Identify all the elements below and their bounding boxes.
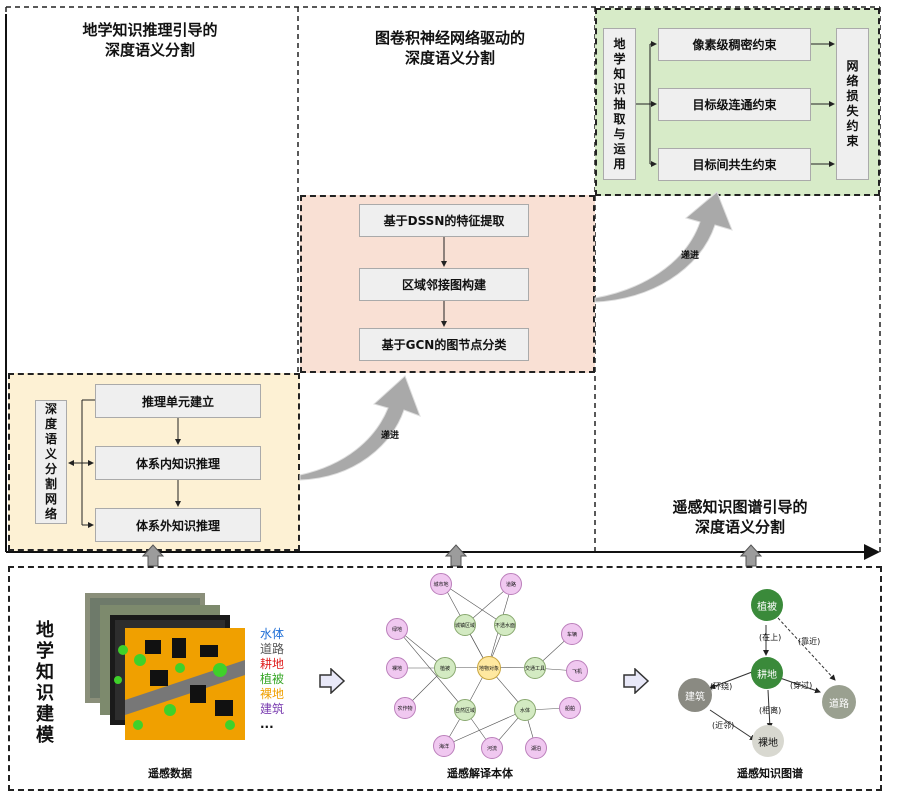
- kg-rel-surround: (环绕): [710, 682, 733, 691]
- onto-node-impervious: 不透水面: [494, 614, 516, 636]
- kg-rel-near-text: 靠近: [801, 637, 818, 646]
- onto-node-transport: 交通工具: [524, 657, 546, 679]
- onto-node-vegetation: 植被: [434, 657, 456, 679]
- kg-rel-surround-text: 环绕: [713, 682, 730, 691]
- panel3-title-line1: 遥感知识图谱引导的: [672, 498, 808, 516]
- onto-node-vehicle: 车辆: [561, 623, 583, 645]
- progress-arrows: [299, 191, 733, 481]
- progress-label-2: 递进: [680, 251, 699, 261]
- kg-node-road: 道路: [822, 685, 856, 719]
- network-label: 深度语义分割网络: [35, 400, 67, 524]
- onto-node-road: 道路: [500, 573, 522, 595]
- onto-node-town: 城镇区域: [454, 614, 476, 636]
- kg-rel-on-text: 在上: [762, 633, 779, 642]
- onto-node-greenland: 绿地: [386, 618, 408, 640]
- onto-node-plane: 飞机: [566, 660, 588, 682]
- kg-caption: 遥感知识图谱: [737, 767, 803, 780]
- class-legend: 水体 道路 耕地 植被 裸地 建筑 ...: [260, 627, 300, 732]
- kg-node-vegetation: 植被: [751, 589, 783, 621]
- onto-node-ocean: 海洋: [433, 735, 455, 757]
- panel1-connectors: [68, 399, 181, 528]
- rs-data-caption: 遥感数据: [148, 767, 192, 780]
- step-dssn-feature: 基于DSSN的特征提取: [359, 204, 529, 237]
- step-reasoning-unit: 推理单元建立: [95, 384, 261, 418]
- kg-rel-adjacent-text: 近邻: [715, 721, 732, 730]
- constraint-pixel: 像素级稠密约束: [658, 28, 811, 61]
- kg-node-building: 建筑: [678, 678, 712, 712]
- panel1-title-line1: 地学知识推理引导的: [82, 21, 218, 39]
- panel2-title-line2: 深度语义分割: [404, 49, 495, 67]
- arrow-right-icon-1: [319, 668, 346, 694]
- knowledge-extraction-label: 地学知识抽取与运用: [603, 28, 636, 180]
- step-extra-reasoning: 体系外知识推理: [95, 508, 261, 542]
- progress-label-1: 递进: [380, 431, 399, 441]
- step-gcn-classify: 基于GCN的图节点分类: [359, 328, 529, 361]
- panel3-connectors: [636, 41, 835, 167]
- onto-node-ship: 船舶: [559, 697, 581, 719]
- loss-constraint-label: 网络损失约束: [836, 28, 869, 180]
- panel2-connectors: [441, 237, 447, 327]
- legend-bareland: 裸地: [260, 687, 285, 701]
- onto-node-crops: 农作物: [394, 697, 416, 719]
- panel1-title-line2: 深度语义分割: [104, 41, 195, 59]
- kg-rel-adjacent: (近邻): [712, 721, 735, 730]
- kg-node-bareland: 裸地: [752, 725, 784, 757]
- onto-node-object: 地物对象: [477, 656, 501, 680]
- onto-node-river: 河流: [481, 737, 503, 759]
- rs-data-image: [85, 593, 245, 740]
- kg-rel-cross: (穿过): [790, 681, 813, 690]
- kg-rel-cross-text: 穿过: [793, 681, 810, 690]
- onto-node-natural: 自然区域: [454, 699, 476, 721]
- panel2-title-line1: 图卷积神经网络驱动的: [374, 29, 525, 47]
- kg-rel-on: (在上): [759, 633, 782, 642]
- panel3-title-line2: 深度语义分割: [694, 518, 785, 536]
- arrow-right-icon-2: [623, 668, 650, 694]
- legend-building: 建筑: [260, 702, 285, 716]
- onto-node-bareland: 裸地: [386, 657, 408, 679]
- kg-rel-near: (靠近): [798, 637, 821, 646]
- up-arrows: [141, 544, 763, 567]
- legend-more: ...: [260, 717, 274, 731]
- onto-node-water: 水体: [514, 699, 536, 721]
- constraint-object: 目标级连通约束: [658, 88, 811, 121]
- constraint-cooccur: 目标间共生约束: [658, 148, 811, 181]
- kg-rel-separate-text: 相离: [762, 706, 779, 715]
- legend-vegetation: 植被: [260, 672, 285, 686]
- kg-rel-separate: (相离): [759, 706, 782, 715]
- kg-node-farmland: 耕地: [751, 657, 783, 689]
- modeling-label: 地学知识建模: [36, 620, 54, 746]
- legend-farmland: 耕地: [260, 657, 285, 671]
- legend-water: 水体: [260, 627, 285, 641]
- ontology-caption: 遥感解译本体: [447, 767, 513, 780]
- kg-edges: [709, 617, 836, 741]
- onto-node-lake: 湖泊: [525, 737, 547, 759]
- step-rag-build: 区域邻接图构建: [359, 268, 529, 301]
- onto-node-urban: 城市地: [430, 573, 452, 595]
- modeling-frame: [8, 566, 882, 791]
- step-intra-reasoning: 体系内知识推理: [95, 446, 261, 480]
- legend-road: 道路: [260, 642, 285, 656]
